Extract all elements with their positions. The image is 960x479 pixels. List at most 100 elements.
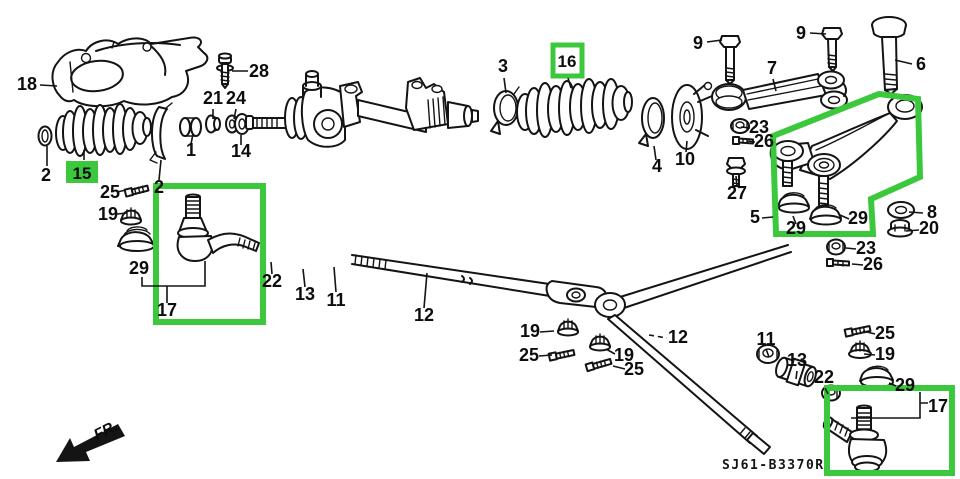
highlight-tie-rod-end-right-box[interactable] bbox=[824, 385, 955, 476]
pivot-bolt-6-drawing bbox=[871, 16, 907, 95]
idler-arm-5-drawing bbox=[769, 94, 923, 207]
dust-seal-29-idler-left-drawing bbox=[777, 192, 810, 214]
part-label-3[interactable]: 3 bbox=[498, 56, 508, 76]
bracket-left-17-29 bbox=[141, 261, 206, 303]
part-label-27[interactable]: 27 bbox=[727, 183, 747, 203]
part-label-16[interactable]: 16 bbox=[558, 52, 577, 71]
part-label-8[interactable]: 8 bbox=[927, 202, 937, 222]
bolt-9a-drawing bbox=[719, 35, 741, 85]
front-arrow-icon bbox=[56, 424, 125, 462]
part-label-13a[interactable]: 13 bbox=[295, 284, 315, 304]
flange-bushing-10-drawing bbox=[671, 81, 713, 150]
part-label-17a[interactable]: 17 bbox=[157, 300, 177, 320]
part-label-12a[interactable]: 12 bbox=[414, 305, 434, 325]
part-label-19d[interactable]: 19 bbox=[875, 344, 895, 364]
boot-band-2-drawing bbox=[149, 102, 173, 164]
part-label-17b[interactable]: 17 bbox=[928, 396, 948, 416]
flange-nut-20-drawing bbox=[887, 219, 913, 238]
tie-rod-end-17-right-drawing bbox=[822, 404, 888, 473]
part-label-25c[interactable]: 25 bbox=[624, 359, 644, 379]
part-label-7[interactable]: 7 bbox=[767, 58, 777, 78]
dust-seal-29-right-drawing bbox=[859, 365, 894, 388]
part-label-4[interactable]: 4 bbox=[652, 156, 662, 176]
tie-rod-12-drawing bbox=[351, 254, 608, 308]
part-label-19c[interactable]: 19 bbox=[614, 345, 634, 365]
highlight-tie-rod-end-left-box[interactable] bbox=[153, 183, 266, 325]
part-label-14[interactable]: 14 bbox=[231, 141, 251, 161]
part-label-21[interactable]: 21 bbox=[203, 88, 223, 108]
center-link-12-drawing bbox=[594, 244, 792, 455]
part-label-29c[interactable]: 29 bbox=[848, 208, 868, 228]
steering-boot-15-drawing bbox=[55, 103, 152, 157]
dust-seal-29-idler-right-drawing bbox=[809, 204, 842, 226]
dust-seal-29-left-drawing bbox=[117, 226, 155, 252]
part-label-24[interactable]: 24 bbox=[226, 88, 246, 108]
part-label-25a[interactable]: 25 bbox=[100, 182, 120, 202]
highlight-label-15-fill[interactable] bbox=[66, 161, 98, 183]
washer-8-drawing bbox=[887, 201, 915, 219]
screw-25-center-b-drawing bbox=[584, 357, 613, 373]
leader-center-link-dashed bbox=[648, 334, 668, 339]
bushing-21-drawing bbox=[205, 114, 221, 134]
steering-rack-assembly-drawing bbox=[245, 70, 479, 148]
part-label-22a[interactable]: 22 bbox=[262, 271, 282, 291]
part-drawings bbox=[37, 16, 923, 473]
nut-19-center-b-drawing bbox=[589, 333, 611, 352]
part-label-9a[interactable]: 9 bbox=[693, 33, 703, 53]
adjusting-sleeve-13-right-drawing bbox=[775, 356, 817, 388]
part-label-19a[interactable]: 19 bbox=[98, 204, 118, 224]
part-label-29b[interactable]: 29 bbox=[786, 218, 806, 238]
part-label-26a[interactable]: 26 bbox=[754, 131, 774, 151]
bushing-1-drawing bbox=[179, 117, 202, 137]
flange-bolt-28-drawing bbox=[216, 52, 234, 89]
nut-19-left-drawing bbox=[120, 207, 142, 226]
part-label-1[interactable]: 1 bbox=[186, 140, 196, 160]
part-label-22b[interactable]: 22 bbox=[814, 367, 834, 387]
part-label-11b[interactable]: 11 bbox=[756, 329, 775, 349]
part-label-29d[interactable]: 29 bbox=[895, 375, 915, 395]
ring-2-drawing bbox=[37, 125, 53, 147]
part-label-28[interactable]: 28 bbox=[249, 61, 269, 81]
nut-23-top-drawing bbox=[730, 118, 750, 134]
part-label-26b[interactable]: 26 bbox=[863, 254, 883, 274]
part-label-2a[interactable]: 2 bbox=[41, 165, 51, 185]
part-label-29a[interactable]: 29 bbox=[129, 258, 149, 278]
part-label-25d[interactable]: 25 bbox=[875, 323, 895, 343]
leader-lines bbox=[39, 32, 928, 419]
highlight-label-16-outline[interactable] bbox=[550, 42, 585, 79]
part-label-10[interactable]: 10 bbox=[675, 149, 695, 169]
boot-band-4-drawing bbox=[638, 97, 665, 147]
part-label-18[interactable]: 18 bbox=[17, 74, 37, 94]
front-direction-indicator: FR. bbox=[56, 417, 125, 462]
part-label-11a[interactable]: 11 bbox=[326, 290, 345, 310]
nut-19-center-a-drawing bbox=[557, 318, 579, 337]
part-label-20[interactable]: 20 bbox=[919, 218, 939, 238]
steering-boot-16-drawing bbox=[516, 78, 633, 138]
screw-25-left-drawing bbox=[123, 184, 150, 198]
screw-25-right-drawing bbox=[843, 325, 872, 338]
part-label-23a[interactable]: 23 bbox=[749, 117, 769, 137]
link-arm-7-drawing bbox=[711, 70, 848, 111]
part-label-19b[interactable]: 19 bbox=[520, 321, 540, 341]
part-label-15[interactable]: 15 bbox=[73, 164, 92, 183]
boot-band-3-drawing bbox=[490, 86, 520, 135]
part-label-23b[interactable]: 23 bbox=[856, 238, 876, 258]
highlight-idler-arm-polygon[interactable] bbox=[769, 90, 924, 237]
bracket-right-17 bbox=[851, 392, 928, 419]
nut-19-right-drawing bbox=[848, 340, 872, 359]
part-label-9b[interactable]: 9 bbox=[796, 23, 806, 43]
nut-23-idler-drawing bbox=[826, 238, 846, 256]
part-label-5[interactable]: 5 bbox=[750, 207, 760, 227]
part-label-13b[interactable]: 13 bbox=[787, 350, 807, 370]
part-labels: 18 28 2 15 2 25 19 29 17 21 24 1 14 22 1… bbox=[17, 23, 948, 416]
bolt-26-top-drawing bbox=[732, 136, 754, 145]
part-label-2b[interactable]: 2 bbox=[154, 177, 164, 197]
screw-25-center-a-drawing bbox=[547, 349, 576, 362]
gearbox-mount-housing-drawing bbox=[51, 36, 209, 108]
part-label-12b[interactable]: 12 bbox=[668, 327, 688, 347]
highlight-regions bbox=[66, 42, 955, 476]
part-label-6[interactable]: 6 bbox=[916, 54, 926, 74]
part-label-25b[interactable]: 25 bbox=[519, 345, 539, 365]
